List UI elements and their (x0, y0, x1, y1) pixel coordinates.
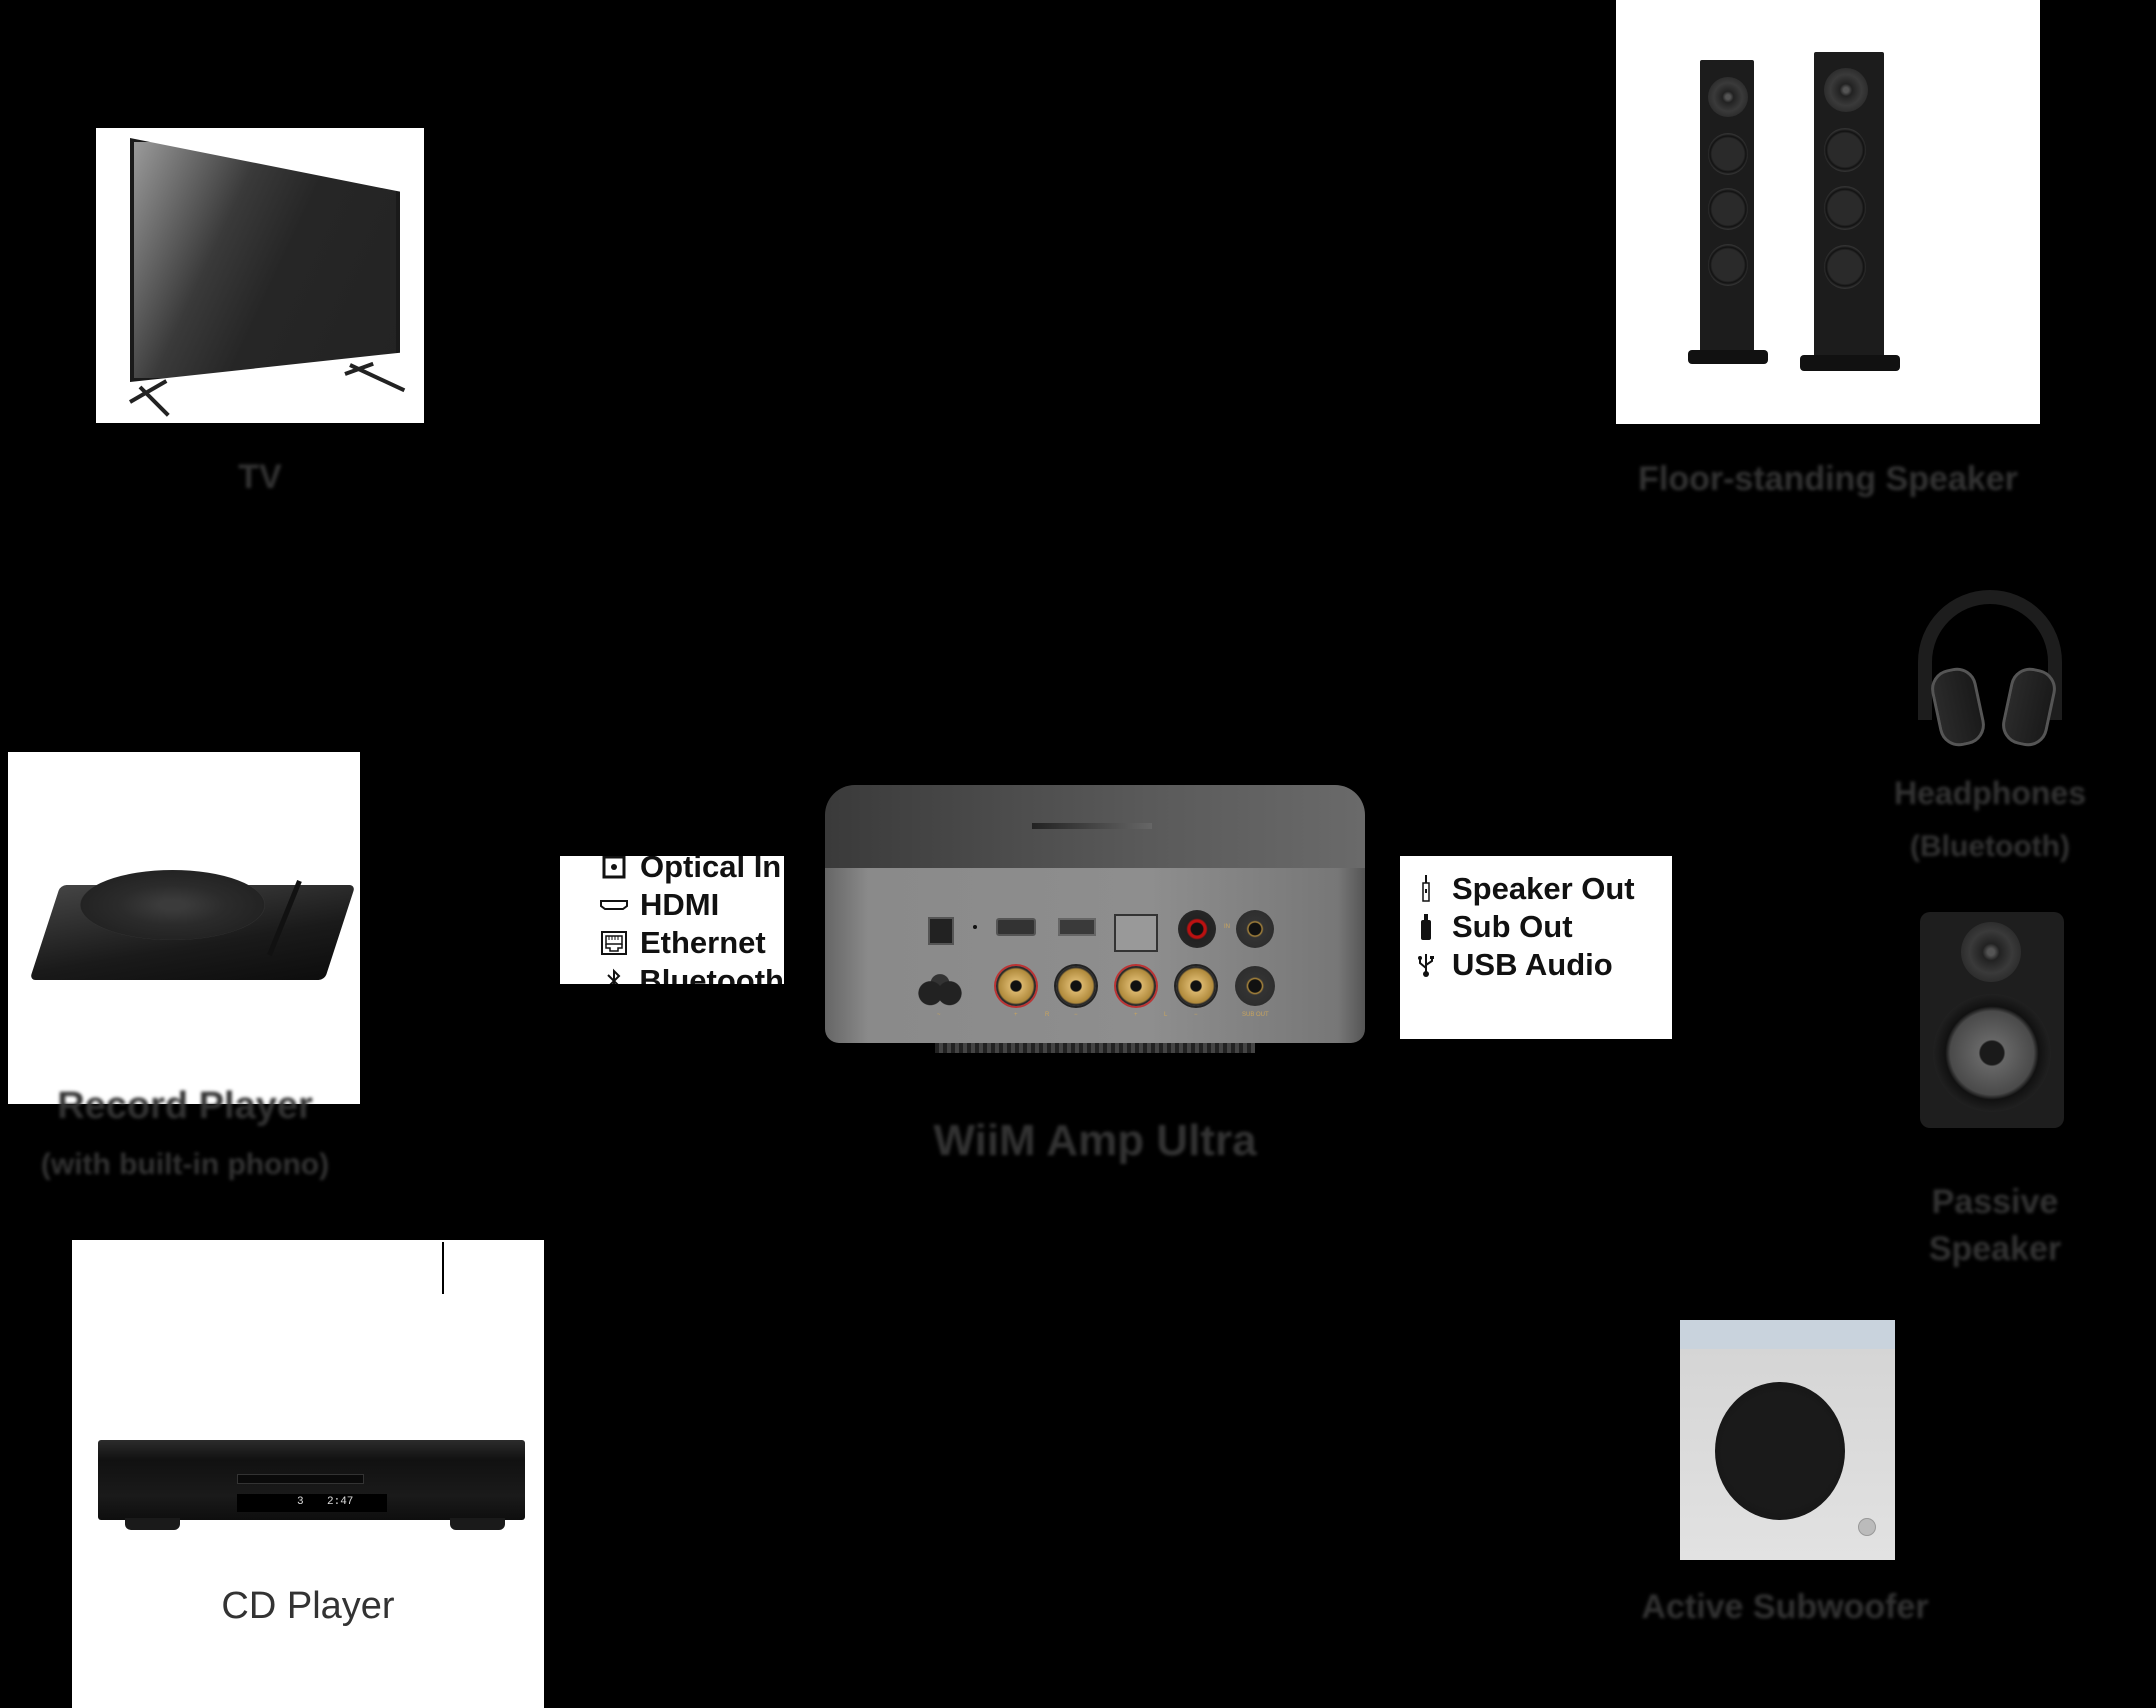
woofer-icon (1933, 994, 2051, 1112)
woofer-icon (1824, 245, 1866, 289)
input-label: Optical In (640, 856, 782, 884)
woofer-icon (1708, 244, 1748, 286)
passive-speaker-label-line2: Speaker (1928, 1230, 2062, 1268)
speaker-feet (1688, 350, 1768, 364)
tweeter-icon (1824, 68, 1868, 112)
output-label: Sub Out (1452, 909, 1573, 944)
input-optical: Optical In (596, 856, 784, 886)
speaker-feet (1800, 355, 1900, 371)
port-label: + (1014, 1012, 1018, 1018)
bluetooth-icon (596, 968, 631, 984)
amp-logo (1032, 823, 1152, 829)
power-inlet (916, 974, 964, 1006)
output-label: USB Audio (1452, 947, 1613, 982)
input-bluetooth: Bluetooth (596, 962, 784, 984)
passive-speaker-label-line1: Passive (1931, 1183, 2059, 1221)
headphones-label: Headphones (1893, 775, 2087, 811)
amp-rear-panel (825, 868, 1365, 1043)
hdmi-icon (596, 899, 632, 911)
usb-icon (1408, 952, 1444, 978)
cd-foot-right (450, 1518, 505, 1530)
sub-out-port (1235, 966, 1275, 1006)
usb-port (1058, 918, 1096, 936)
speaker-post-r-minus (1056, 966, 1096, 1006)
passive-speaker-image (1920, 912, 2064, 1128)
headphones-sublabel: (Bluetooth) (1910, 830, 2070, 863)
output-speaker: Speaker Out (1408, 870, 1672, 908)
port-label: IN (1224, 924, 1230, 930)
port-label: − (1194, 1012, 1198, 1018)
speaker-plug-icon (1408, 875, 1444, 903)
rca-in-white (1236, 910, 1274, 948)
inputs-callout: Optical In HDMI Ethernet Bluetooth (560, 856, 784, 984)
optical-icon (596, 856, 632, 879)
woofer-icon (1708, 133, 1748, 175)
woofer-icon (1824, 128, 1866, 172)
input-label: Bluetooth (639, 963, 784, 984)
optical-port (928, 917, 954, 945)
speaker-post-l-plus (1116, 966, 1156, 1006)
cd-time: 2:47 (327, 1496, 354, 1508)
port-label: − (1074, 1012, 1078, 1018)
hdmi-port (996, 918, 1036, 936)
subwoofer-logo (1858, 1518, 1876, 1536)
input-label: HDMI (640, 887, 720, 922)
ethernet-icon (596, 931, 632, 955)
output-sub: Sub Out (1408, 908, 1672, 946)
rca-plug-icon (1408, 914, 1444, 940)
input-hdmi: HDMI (596, 886, 784, 924)
speaker-post-r-plus (996, 966, 1036, 1006)
port-label: ~ (937, 1012, 941, 1018)
speaker-post-l-minus (1176, 966, 1216, 1006)
subwoofer-label: Active Subwoofer (1641, 1588, 1929, 1626)
floor-speaker-label: Floor-standing Speaker (1638, 460, 2018, 498)
port-label: + (1134, 1012, 1138, 1018)
woofer-icon (1708, 188, 1748, 230)
tweeter-icon (1961, 922, 2021, 982)
lan-port (1114, 914, 1158, 952)
cd-display: 3 2:47 (237, 1494, 387, 1512)
tweeter-icon (1708, 77, 1748, 117)
connector-line (442, 1242, 444, 1294)
reset-pinhole (973, 925, 977, 929)
cd-foot-left (125, 1518, 180, 1530)
record-player-label: Record Player (57, 1085, 313, 1127)
input-ethernet: Ethernet (596, 924, 784, 962)
cd-track: 3 (297, 1496, 304, 1508)
input-label: Ethernet (640, 925, 766, 960)
port-label: R (1045, 1012, 1050, 1018)
amp-vent (935, 1043, 1255, 1053)
cd-tray (237, 1474, 364, 1484)
port-label: SUB OUT (1242, 1012, 1269, 1018)
record-player-sublabel: (with built-in phono) (40, 1148, 330, 1181)
rca-in-red (1178, 910, 1216, 948)
cd-player-label: CD Player (221, 1585, 395, 1627)
output-usb: USB Audio (1408, 946, 1672, 984)
output-label: Speaker Out (1452, 871, 1635, 906)
amp-top (825, 785, 1365, 880)
woofer-icon (1824, 186, 1866, 230)
port-label: L (1164, 1012, 1168, 1018)
turntable-platter (80, 870, 265, 940)
subwoofer-grille (1715, 1382, 1845, 1520)
tv-label: TV (238, 458, 282, 496)
outputs-callout: Speaker Out Sub Out USB Audio (1400, 856, 1672, 1039)
amp-label: WiiM Amp Ultra (933, 1116, 1257, 1165)
